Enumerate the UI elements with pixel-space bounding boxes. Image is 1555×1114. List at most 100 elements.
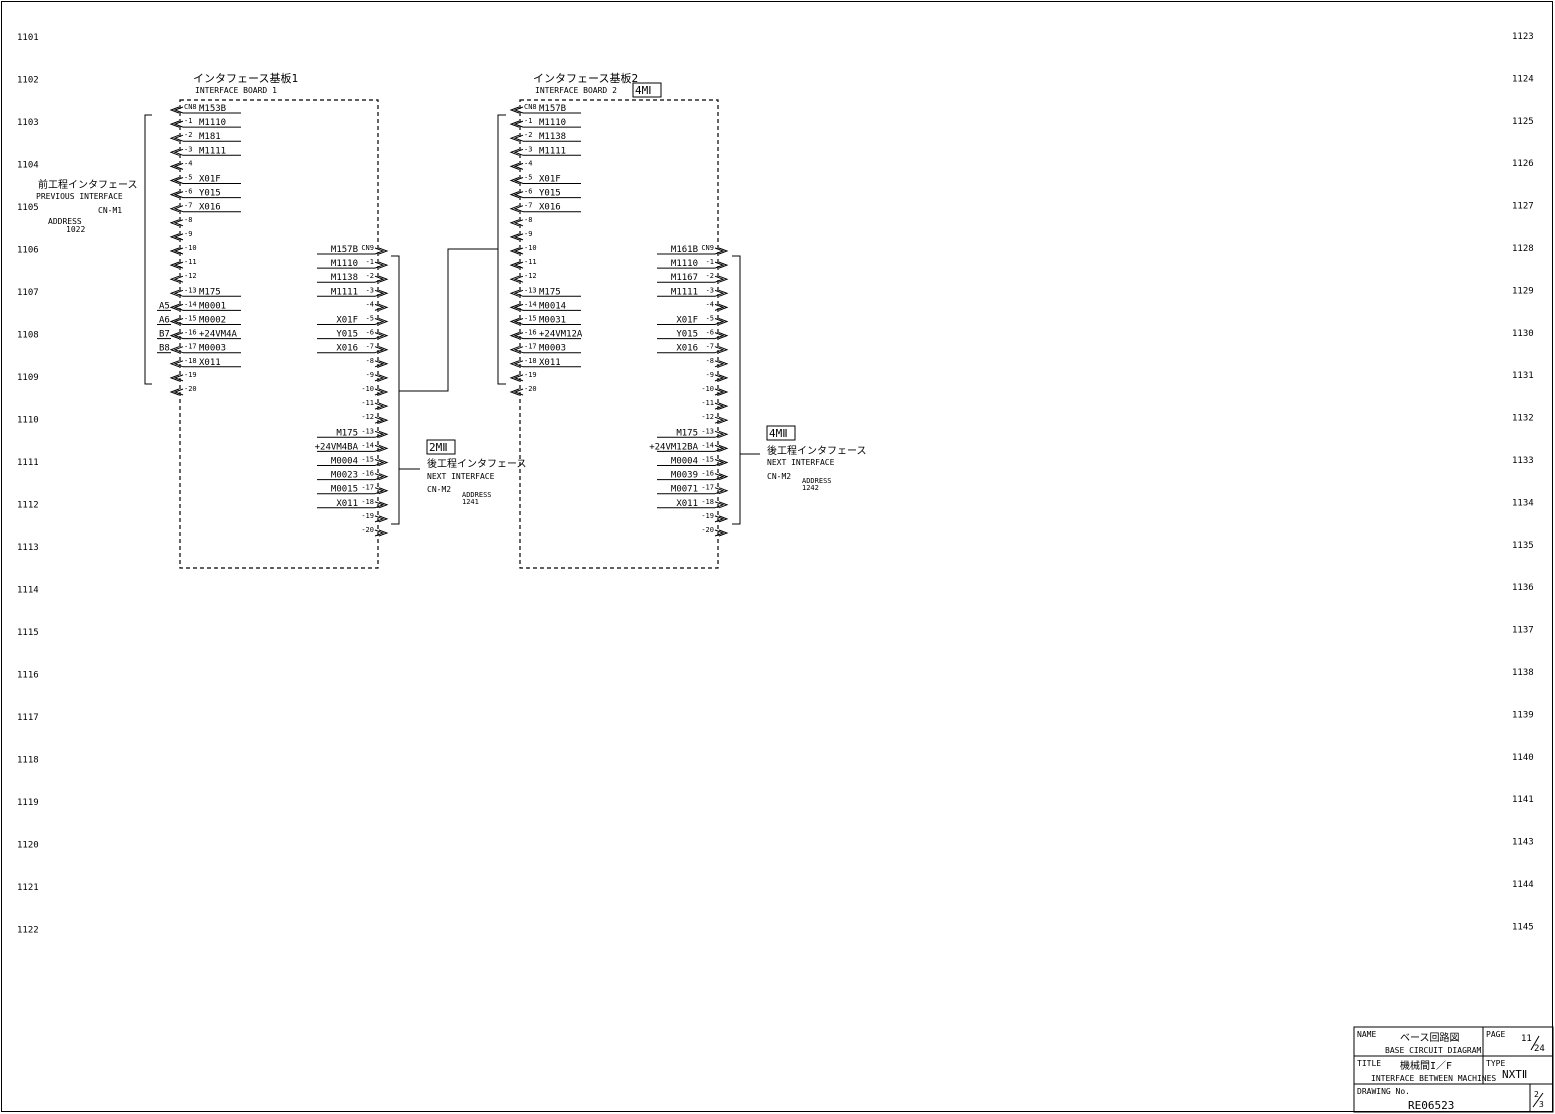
- row-number: 1133: [1512, 456, 1534, 466]
- pin-chevron: [714, 444, 725, 452]
- row-number: 1130: [1512, 329, 1534, 339]
- pin-chevron: [374, 289, 385, 297]
- title-block-sheet-num: 2: [1534, 1090, 1539, 1099]
- pin-chevron: [169, 247, 180, 255]
- pin-chevron: [169, 205, 180, 213]
- pin-chevron: [173, 374, 184, 382]
- pin-chevron: [173, 177, 184, 184]
- signal-label: M0002: [199, 316, 226, 326]
- pin-chevron: [509, 360, 520, 368]
- pin-chevron: [714, 501, 725, 509]
- pin-number: CN8: [524, 103, 537, 111]
- pin-chevron: [378, 515, 389, 523]
- pin-chevron: [378, 318, 389, 325]
- row-number: 1118: [17, 756, 39, 766]
- title-block-drawing-no: RE06523: [1408, 1099, 1454, 1112]
- pin-number: -11: [361, 399, 374, 407]
- pin-chevron: [173, 289, 184, 297]
- next-interface-2-en: NEXT INTERFACE: [767, 458, 835, 467]
- pin-number: -2: [366, 272, 374, 280]
- pin-number: -16: [184, 329, 197, 337]
- pin-chevron: [718, 473, 729, 481]
- next-interface-1-connector: CN-M2: [427, 485, 451, 494]
- next-interface-2-tag-box: [766, 425, 796, 441]
- pin-number: -13: [361, 427, 374, 435]
- pin-chevron: [378, 388, 389, 396]
- row-number: 1115: [17, 628, 39, 638]
- pin-chevron: [714, 303, 725, 311]
- row-number: 1101: [17, 33, 39, 43]
- signal-label: M1138: [539, 132, 566, 142]
- pin-number: -5: [524, 174, 532, 182]
- signal-label: M1111: [539, 146, 566, 156]
- pin-chevron: [718, 374, 729, 382]
- pin-chevron: [718, 360, 729, 368]
- board2-left-bracket: [497, 114, 506, 385]
- board2-outline: [519, 99, 719, 569]
- previous-interface-address-label: ADDRESS: [48, 217, 82, 226]
- pin-number: -7: [524, 202, 532, 210]
- signal-label: X011: [539, 358, 561, 368]
- pin-chevron: [378, 303, 389, 311]
- pin-number: -3: [184, 145, 192, 153]
- pin-chevron: [509, 346, 520, 354]
- pin-number: -10: [524, 244, 537, 252]
- pin-number: -12: [524, 272, 537, 280]
- signal-label: X016: [199, 203, 221, 213]
- pin-chevron: [374, 261, 385, 269]
- pin-chevron: [169, 275, 180, 283]
- title-block-sheet-total: 3: [1539, 1100, 1544, 1109]
- pin-chevron: [513, 303, 524, 311]
- pin-number: -16: [361, 470, 374, 478]
- row-number: 1103: [17, 118, 39, 128]
- next-interface-1-block: 2MⅡ 後工程インタフェース NEXT INTERFACE CN-M2 ADDR…: [399, 439, 527, 506]
- pin-number: -16: [701, 470, 714, 478]
- row-number: 1106: [17, 246, 39, 256]
- signal-label: X011: [676, 499, 698, 509]
- pin-chevron: [718, 430, 729, 438]
- pin-chevron: [714, 430, 725, 438]
- pin-chevron: [169, 177, 180, 184]
- row-number: 1108: [17, 331, 39, 341]
- pin-chevron: [718, 515, 729, 523]
- pin-chevron: [169, 261, 180, 269]
- pin-number: -8: [366, 357, 374, 365]
- pin-number: -16: [524, 329, 537, 337]
- pin-number: -12: [361, 413, 374, 421]
- pin-chevron: [173, 360, 184, 368]
- pin-number: -19: [184, 371, 197, 379]
- row-number: 1138: [1512, 668, 1534, 678]
- pin-number: -13: [524, 286, 537, 294]
- signal-label: X016: [336, 344, 358, 354]
- pin-chevron: [718, 261, 729, 269]
- pin-number: -6: [524, 188, 532, 196]
- pin-number: -9: [366, 371, 374, 379]
- pin-chevron: [173, 247, 184, 255]
- pin-chevron: [173, 233, 184, 241]
- signal-label: +24VM4A: [199, 330, 238, 340]
- pin-chevron: [714, 289, 725, 297]
- pin-number: -4: [524, 159, 532, 167]
- pin-chevron: [374, 501, 385, 509]
- signal-label: M0031: [539, 316, 566, 326]
- pin-chevron: [718, 289, 729, 297]
- pin-chevron: [513, 219, 524, 227]
- pin-chevron: [378, 374, 389, 382]
- row-number: 1109: [17, 373, 39, 383]
- pin-chevron: [513, 191, 524, 199]
- signal-label: M157B: [539, 104, 566, 114]
- pin-chevron: [718, 346, 729, 354]
- pin-chevron: [169, 374, 180, 382]
- signal-label: M175: [539, 287, 561, 297]
- next-interface-2-connector: CN-M2: [767, 472, 791, 481]
- pin-chevron: [173, 148, 184, 156]
- pin-chevron: [509, 219, 520, 227]
- pin-chevron: [513, 177, 524, 184]
- board1-outline: [179, 99, 379, 569]
- board1-right-bracket: [391, 255, 400, 525]
- signal-label: X016: [676, 344, 698, 354]
- row-number: 1134: [1512, 498, 1534, 508]
- previous-interface-bracket: [144, 114, 152, 385]
- pin-number: -7: [706, 343, 714, 351]
